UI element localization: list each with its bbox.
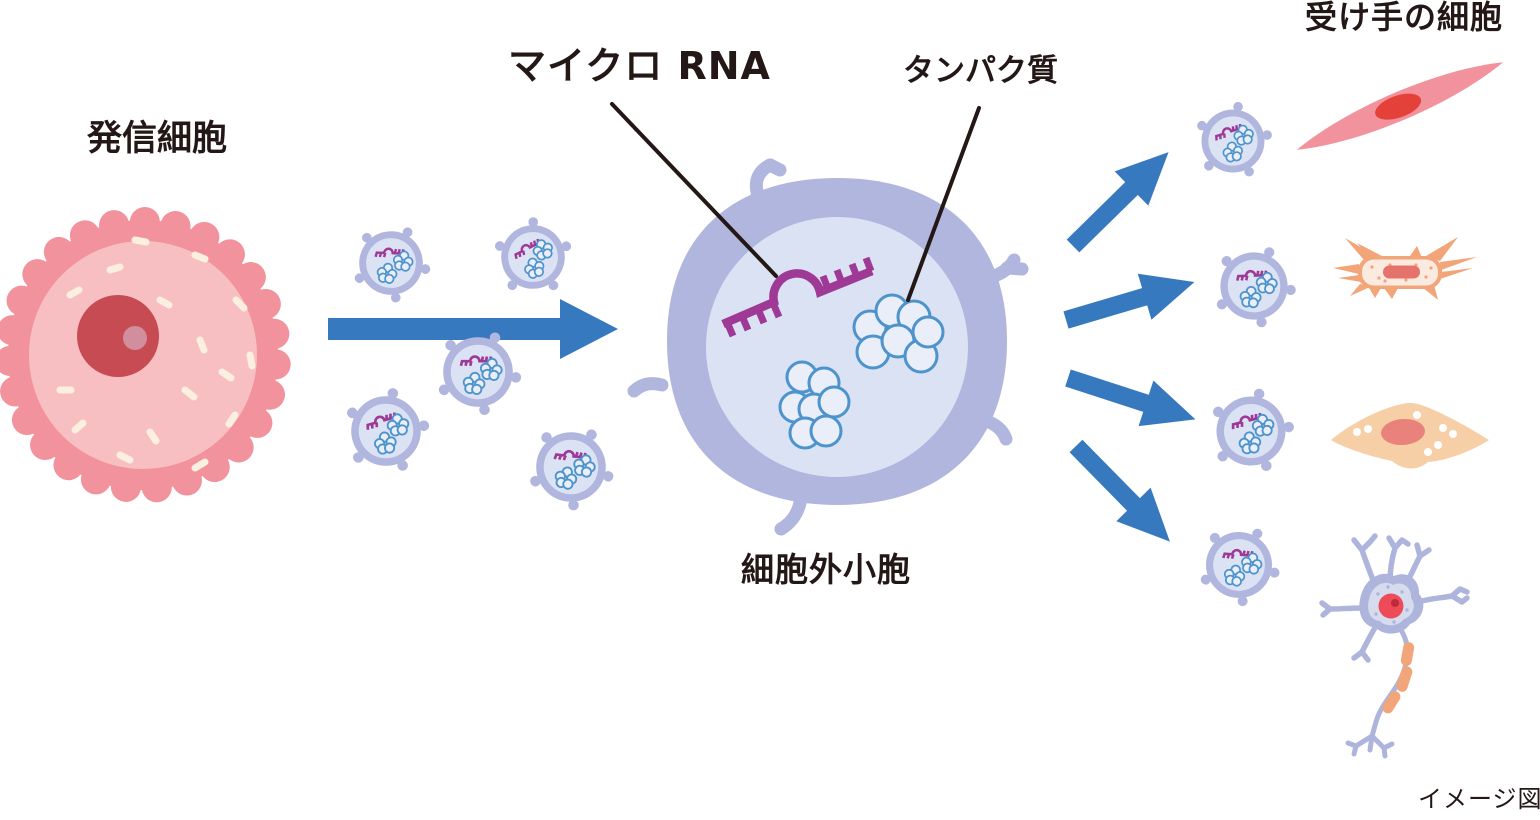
sender-cell-illustration — [0, 207, 291, 503]
neuron-soma-dots — [1374, 585, 1409, 624]
distribution-arrows — [1056, 134, 1203, 559]
protein-cluster-upper — [852, 293, 945, 374]
neuron-axon — [1345, 625, 1410, 759]
small-vesicle — [343, 388, 429, 474]
small-vesicle — [1209, 389, 1292, 472]
micro-rna-pointer-line — [610, 102, 778, 278]
flat-cell-dots — [1353, 411, 1457, 456]
arrow-to-neuron — [1058, 429, 1188, 559]
micro-rna-molecule — [721, 256, 875, 338]
small-vesicle — [489, 213, 577, 301]
extracellular-vesicle-illustration — [627, 158, 1029, 536]
arrow-to-star-cell — [1059, 258, 1202, 344]
extracellular-vesicle-label: 細胞外小胞 — [741, 550, 911, 589]
star-cell-nucleus — [1383, 265, 1420, 279]
protein-label: タンパク質 — [903, 53, 1058, 89]
flat-cell-nucleus — [1381, 418, 1425, 446]
myelin-sheath-segments — [1382, 642, 1415, 714]
released-vesicles-left — [343, 213, 618, 513]
sender-cell-nucleolus — [123, 326, 147, 350]
label-pointer-lines — [610, 102, 981, 302]
protein-pointer-line — [906, 106, 981, 302]
protein-cluster-lower — [778, 360, 851, 450]
small-vesicle — [1196, 522, 1282, 608]
small-vesicle — [525, 421, 618, 514]
sender-cell-label: 発信細胞 — [86, 119, 227, 159]
neuron-nucleolus — [1391, 599, 1399, 607]
small-vesicle — [1193, 101, 1273, 181]
arrow-to-spindle-cell — [1056, 134, 1186, 264]
main-flow-arrow — [328, 299, 618, 359]
spindle-cell-icon — [1296, 62, 1504, 150]
sender-cell-speckles — [56, 236, 256, 472]
star-cell-icon — [1333, 237, 1477, 300]
small-vesicle — [1213, 245, 1294, 326]
neuron-icon — [1319, 533, 1470, 759]
image-caption: イメージ図 — [1418, 785, 1540, 813]
flat-cell-icon — [1331, 402, 1489, 469]
neuron-nucleus — [1378, 593, 1404, 619]
small-vesicle — [435, 329, 521, 415]
micro-rna-label: マイクロ RNA — [508, 44, 771, 88]
delivered-vesicles-right — [1193, 101, 1295, 608]
small-vesicle — [350, 222, 431, 303]
receiver-cells-label: 受け手の細胞 — [1305, 0, 1504, 36]
vesicle-lumen — [706, 217, 968, 477]
neuron-dendrites — [1319, 533, 1470, 663]
arrow-to-flat-cell — [1060, 355, 1203, 443]
sender-cell-nucleus — [77, 295, 159, 377]
